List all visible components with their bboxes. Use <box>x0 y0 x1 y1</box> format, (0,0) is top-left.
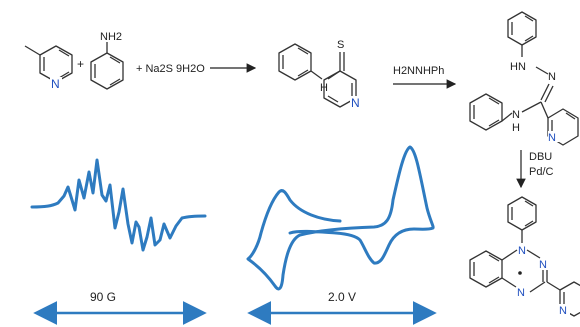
picoline-molecule: N <box>24 45 73 91</box>
radical-dot-icon <box>518 271 522 275</box>
radical-n4-label: N <box>517 287 525 299</box>
thioamide-pyridine-n: N <box>351 96 360 110</box>
amine-n-label: N <box>512 109 520 121</box>
blatter-radical-molecule: N N N N <box>469 196 580 317</box>
cv-trace <box>246 145 435 291</box>
epr-trace <box>30 158 207 252</box>
radical-pyridine-n: N <box>559 305 567 317</box>
plus-sign: + <box>77 57 84 71</box>
epr-scale-label: 90 G <box>90 290 116 304</box>
dbu-reagent: DBU <box>529 151 552 163</box>
pd-c-reagent: Pd/C <box>529 166 554 178</box>
amine-h-label: H <box>512 122 520 134</box>
picoline-nitrogen-label: N <box>51 77 60 91</box>
hydrazone-n-label: N <box>548 71 556 83</box>
thioamide-molecule: S H N <box>278 39 362 110</box>
radical-n1-label: N <box>518 245 526 257</box>
amidrazone-molecule: HN N N H N <box>469 11 579 146</box>
epr-spectrum: 90 G <box>30 158 207 325</box>
amidrazone-pyridine-n: N <box>548 132 556 144</box>
cyclic-voltammogram: 2.0 V <box>246 145 437 325</box>
sodium-sulfide-reagent: + Na2S 9H2O <box>136 63 205 75</box>
hydrazine-reagent: H2NNHPh <box>393 65 444 77</box>
amine-label: NH2 <box>100 31 122 43</box>
thione-sulfur-label: S <box>337 39 344 51</box>
cv-scale-label: 2.0 V <box>328 290 356 304</box>
radical-n2-label: N <box>539 259 547 271</box>
hydrazone-hn-label: HN <box>510 61 526 73</box>
aniline-molecule: NH2 <box>90 31 124 90</box>
